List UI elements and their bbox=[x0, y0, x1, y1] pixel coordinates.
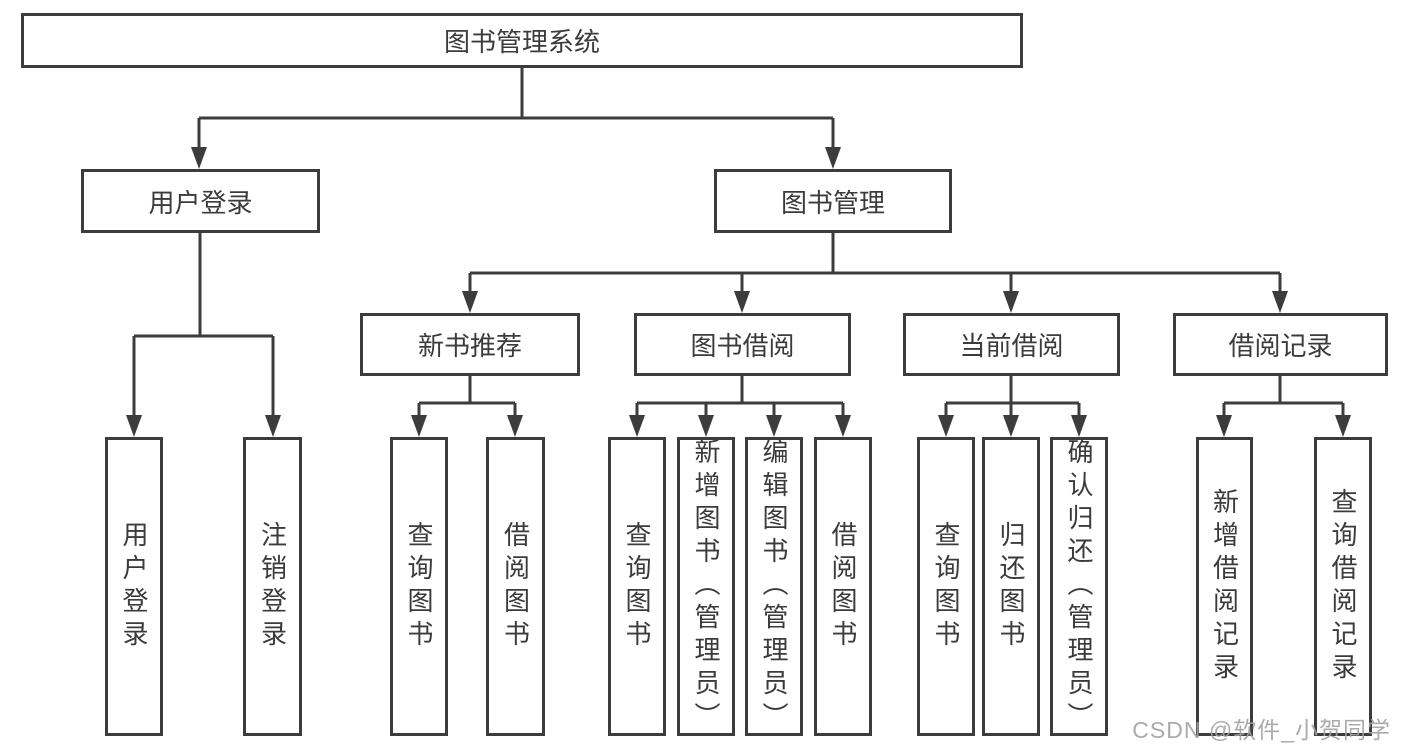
leaf-query-books-borrow: 查询图书 bbox=[608, 437, 666, 736]
leaf-add-borrow-record: 新增借阅记录 bbox=[1196, 437, 1253, 736]
node-book-borrow: 图书借阅 bbox=[634, 313, 851, 376]
watermark: CSDN @软件_小贺同学 bbox=[1132, 717, 1391, 743]
connector-borrow-records bbox=[1222, 376, 1345, 416]
leaf-query-borrow-record: 查询借阅记录 bbox=[1314, 437, 1372, 736]
leaf-confirm-return-admin: 确认归还（管理员） bbox=[1050, 437, 1108, 736]
connector-book-borrow bbox=[635, 376, 845, 416]
leaf-query-books-current: 查询图书 bbox=[917, 437, 975, 736]
leaf-edit-books-admin: 编辑图书（管理员） bbox=[745, 437, 803, 736]
node-book-management: 图书管理 bbox=[714, 169, 952, 233]
leaf-add-books-admin: 新增图书（管理员） bbox=[677, 437, 735, 736]
node-borrow-records: 借阅记录 bbox=[1173, 313, 1388, 376]
leaf-logout: 注销登录 bbox=[243, 437, 302, 736]
connector-user-login bbox=[132, 233, 275, 416]
leaf-borrow-books-recommend: 借阅图书 bbox=[486, 437, 545, 736]
node-library-management-system: 图书管理系统 bbox=[21, 13, 1023, 68]
node-current-borrow: 当前借阅 bbox=[903, 313, 1120, 376]
leaf-query-books-recommend: 查询图书 bbox=[390, 437, 448, 736]
leaf-borrow-books: 借阅图书 bbox=[814, 437, 872, 736]
node-user-login: 用户登录 bbox=[81, 169, 320, 233]
connector-book-management bbox=[468, 233, 1282, 292]
connector-new-book bbox=[417, 376, 517, 416]
node-new-book-recommend: 新书推荐 bbox=[360, 313, 580, 376]
connector-current-borrow bbox=[944, 376, 1081, 416]
connector-root bbox=[197, 68, 835, 148]
leaf-return-books: 归还图书 bbox=[982, 437, 1040, 736]
leaf-user-login: 用户登录 bbox=[105, 437, 163, 736]
